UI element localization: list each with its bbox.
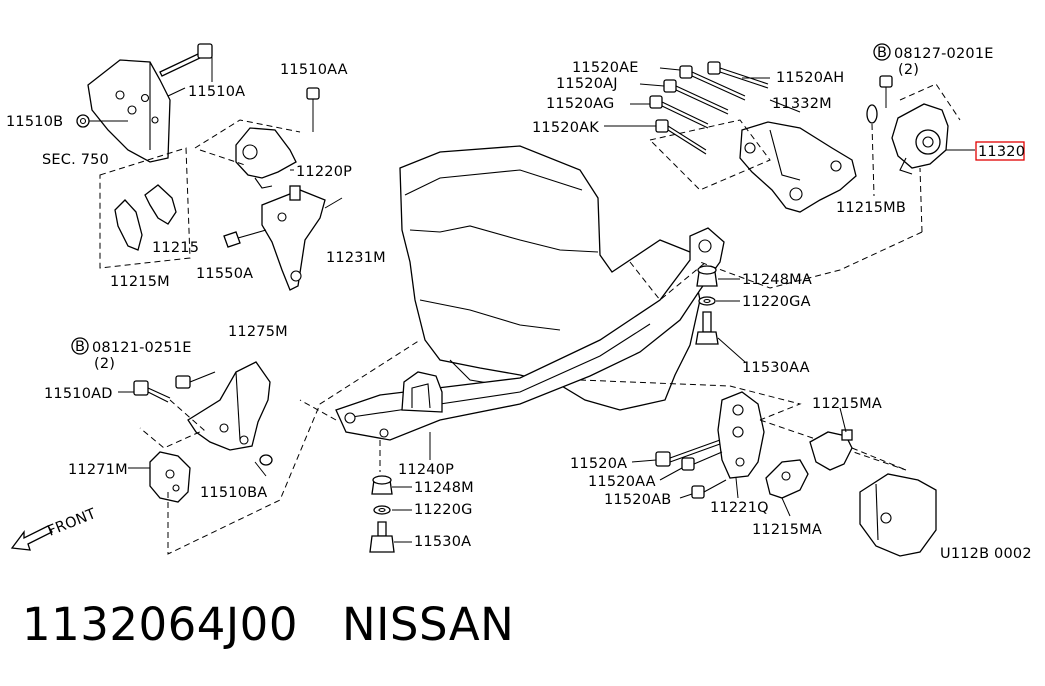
label-11520A: 11520A: [570, 456, 627, 472]
label-sec-750: SEC. 750: [42, 152, 109, 168]
label-11220GA: 11220GA: [742, 294, 811, 310]
front-crossmember: [299, 227, 725, 472]
label-front: FRONT: [46, 506, 99, 540]
part-number-footer: 1132064J00 NISSAN: [22, 598, 514, 651]
dashed-guide-upper-right: [699, 231, 923, 289]
stud-stack-right: [629, 261, 746, 363]
pad-11215MA: [765, 407, 853, 517]
label-11520AE: 11520AE: [572, 60, 639, 76]
label-11320: 11320: [978, 144, 1025, 160]
dashed-guide-lower-left: [167, 339, 421, 555]
svg-text:B: B: [877, 45, 887, 61]
label-11221Q: 11221Q: [710, 500, 769, 516]
label-11520AG: 11520AG: [546, 96, 614, 112]
label-11520AA: 11520AA: [588, 474, 656, 490]
part-number: 1132064J00: [22, 598, 298, 651]
label-11510AA: 11510AA: [280, 62, 348, 78]
stud-stack-center: [369, 432, 431, 553]
label-11530A: 11530A: [414, 534, 471, 550]
label-11215: 11215: [152, 240, 199, 256]
label-11248MA: 11248MA: [742, 272, 812, 288]
mount-11220P: [194, 87, 320, 189]
label-11510AD: 11510AD: [44, 386, 113, 402]
bracket-lower-right: [851, 447, 937, 557]
label-11510BA: 11510BA: [200, 485, 267, 501]
label-11275M: 11275M: [228, 324, 288, 340]
label-11332M: 11332M: [772, 96, 832, 112]
label-11220P: 11220P: [296, 164, 352, 180]
circled-b-marker-lower: B: [71, 337, 89, 355]
label-11215M: 11215M: [110, 274, 170, 290]
rubber-pads-11215: [99, 147, 191, 269]
label-qty-08127: (2): [898, 62, 919, 78]
upper-left-bracket: [76, 43, 213, 163]
label-11530AA: 11530AA: [742, 360, 810, 376]
mount-11221Q: [579, 379, 907, 499]
label-11215MA-bottom: 11215MA: [752, 522, 822, 538]
insulator-11271M: [128, 451, 191, 503]
mount-11320: [866, 75, 1025, 197]
label-11510A: 11510A: [188, 84, 245, 100]
label-08127-0201E: 08127-0201E: [894, 46, 994, 62]
label-08121-0251E: 08121-0251E: [92, 340, 192, 356]
bracket-11275M: [118, 361, 273, 477]
diagram-code: U112B 0002: [940, 546, 1032, 562]
bracket-11231M: [223, 185, 343, 291]
front-direction-arrow: [10, 525, 53, 551]
label-11220G: 11220G: [414, 502, 473, 518]
label-11510B: 11510B: [6, 114, 63, 130]
label-11520AB: 11520AB: [604, 492, 671, 508]
label-11271M: 11271M: [68, 462, 128, 478]
svg-text:B: B: [75, 339, 85, 355]
circled-b-marker-upper: B: [873, 43, 891, 61]
label-11248M: 11248M: [414, 480, 474, 496]
label-11520AH: 11520AH: [776, 70, 844, 86]
label-11520AK: 11520AK: [532, 120, 599, 136]
bracket-11332M: [649, 99, 857, 213]
bolts-11520-set: [604, 61, 770, 155]
label-11231M: 11231M: [326, 250, 386, 266]
label-11520AJ: 11520AJ: [556, 76, 618, 92]
part-highlight-box: [975, 141, 1025, 161]
label-11215MB: 11215MB: [836, 200, 906, 216]
label-11215MA-top: 11215MA: [812, 396, 882, 412]
label-qty-08121: (2): [94, 356, 115, 372]
brand-name: NISSAN: [341, 598, 515, 651]
label-11240P: 11240P: [398, 462, 454, 478]
label-11550A: 11550A: [196, 266, 253, 282]
